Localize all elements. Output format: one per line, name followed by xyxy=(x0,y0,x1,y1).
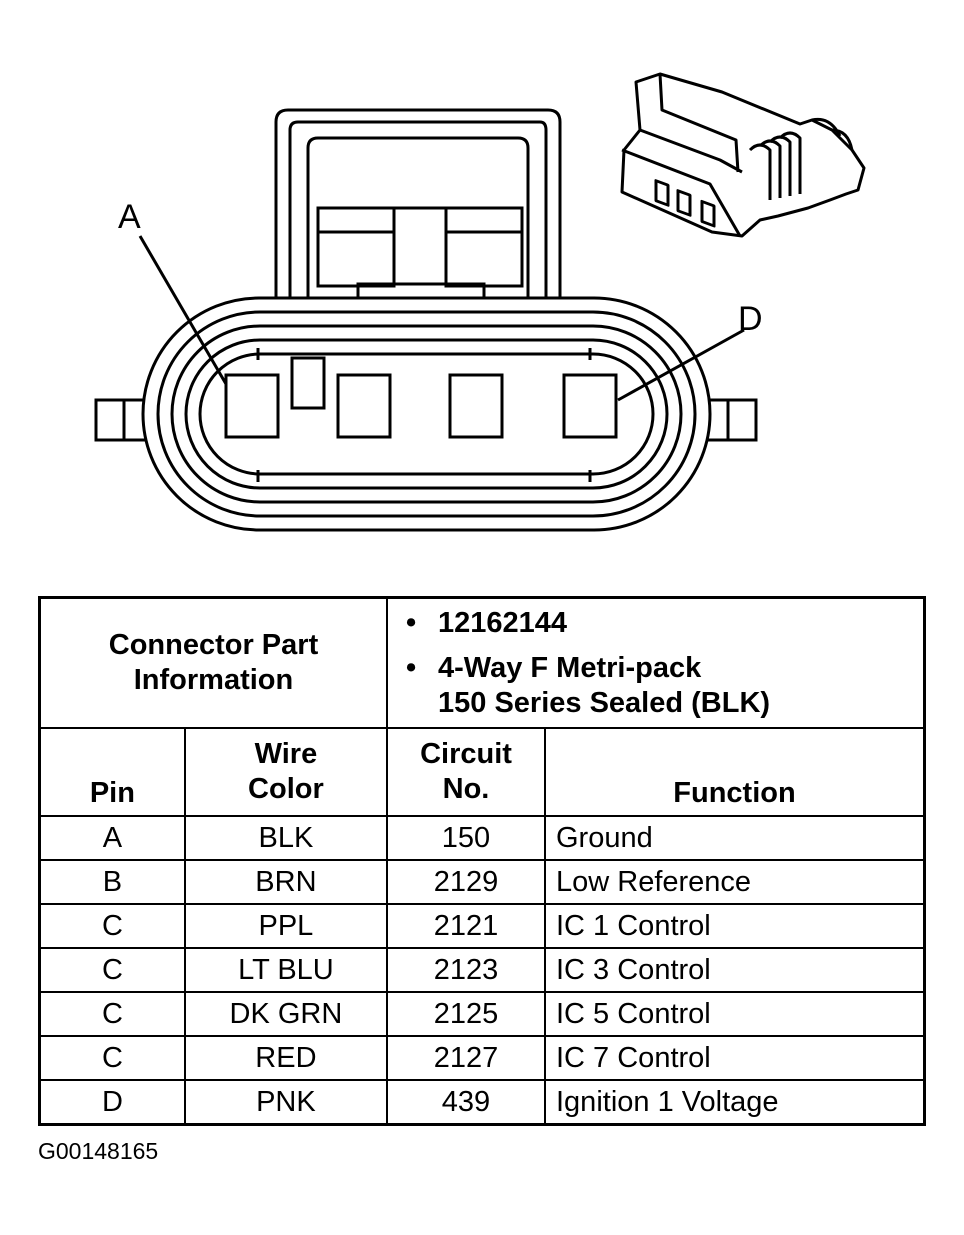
col-header-pin: Pin xyxy=(38,727,186,817)
cell-function: IC 3 Control xyxy=(544,947,926,993)
cell-circuit-no: 2125 xyxy=(386,991,546,1037)
pin-cavity-b xyxy=(336,373,392,439)
cell-wire-color: RED xyxy=(183,1035,389,1081)
cell-function: Ground xyxy=(544,815,926,861)
cell-wire-color: DK GRN xyxy=(183,991,389,1037)
cell-circuit-no: 439 xyxy=(386,1079,546,1126)
cell-function: IC 5 Control xyxy=(544,991,926,1037)
cell-wire-color: LT BLU xyxy=(183,947,389,993)
col-header-function: Function xyxy=(544,727,926,817)
column-header-row: Pin Wire Color Circuit No. Function xyxy=(38,727,926,817)
diagram-id: G00148165 xyxy=(38,1138,159,1164)
pin-callouts: A D xyxy=(118,198,763,402)
cell-wire-color: BLK xyxy=(183,815,389,861)
col-header-circuit-no: Circuit No. xyxy=(386,727,546,817)
cell-function: Low Reference xyxy=(544,859,926,905)
cell-function: IC 7 Control xyxy=(544,1035,926,1081)
cell-circuit-no: 150 xyxy=(386,815,546,861)
cell-pin: D xyxy=(38,1079,186,1126)
cell-circuit-no: 2129 xyxy=(386,859,546,905)
header-title: Connector Part Information xyxy=(38,596,388,729)
cell-pin: C xyxy=(38,1035,186,1081)
col-header-wire-color: Wire Color xyxy=(183,727,389,817)
connector-latch xyxy=(274,108,562,306)
cell-wire-color: BRN xyxy=(183,859,389,905)
cell-circuit-no: 2121 xyxy=(386,903,546,949)
polarization-key xyxy=(290,356,326,410)
cell-circuit-no: 2123 xyxy=(386,947,546,993)
cell-function: Ignition 1 Voltage xyxy=(544,1079,926,1126)
cell-pin: A xyxy=(38,815,186,861)
pin-cavity-a xyxy=(224,373,280,439)
part-number-line: • 12162144 xyxy=(406,606,923,641)
pin-label-a: A xyxy=(118,198,141,236)
description-line: • 4-Way F Metri-pack xyxy=(406,651,923,686)
part-info: • 12162144 • 4-Way F Metri-pack 150 Series… xyxy=(386,596,926,729)
cell-circuit-no: 2127 xyxy=(386,1035,546,1081)
bullet-icon: • xyxy=(406,651,417,684)
connector-diagram: A D xyxy=(94,72,866,532)
bullet-icon: • xyxy=(406,606,417,639)
description-line2: 150 Series Sealed (BLK) xyxy=(438,686,771,719)
connector-isometric-view xyxy=(620,72,866,238)
cell-wire-color: PPL xyxy=(183,903,389,949)
pin-cavities xyxy=(224,356,618,439)
connector-housing xyxy=(141,296,712,532)
cell-wire-color: PNK xyxy=(183,1079,389,1126)
cell-pin: B xyxy=(38,859,186,905)
pin-cavity-d xyxy=(562,373,618,439)
table-header-row: Connector Part Information • 12162144 • 4-… xyxy=(38,596,926,729)
pin-cavity-c xyxy=(448,373,504,439)
pin-label-d: D xyxy=(738,300,763,338)
part-number: 12162144 xyxy=(438,606,568,639)
cell-pin: C xyxy=(38,991,186,1037)
description-line1: 4-Way F Metri-pack xyxy=(438,651,702,684)
connector-info-table: Connector Part Information • 12162144 • 4-… xyxy=(38,596,926,1126)
cell-function: IC 1 Control xyxy=(544,903,926,949)
cell-pin: C xyxy=(38,947,186,993)
cell-pin: C xyxy=(38,903,186,949)
